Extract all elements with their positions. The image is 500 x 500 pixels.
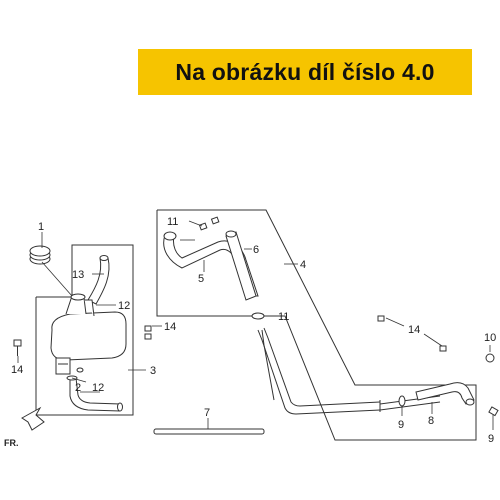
callout-5: 5 — [198, 273, 204, 285]
callout-9-center: 9 — [398, 419, 404, 431]
assembly-frame-right — [156, 209, 477, 441]
canister-part — [50, 293, 127, 375]
callout-4: 4 — [300, 259, 306, 271]
hose-clip-parts — [198, 216, 265, 320]
lower-hose-part — [66, 367, 123, 412]
upper-hose-part — [163, 230, 259, 301]
callout-14-right: 14 — [408, 324, 420, 336]
small-clamp-parts — [377, 315, 499, 417]
callout-10: 10 — [484, 332, 496, 344]
callout-12-top: 12 — [118, 300, 130, 312]
short-hose-part — [87, 255, 110, 305]
callout-12-bottom: 12 — [92, 382, 104, 394]
clamp-ring-part — [29, 245, 51, 265]
callout-14-left: 14 — [11, 364, 23, 376]
part-number-banner: Na obrázku díl číslo 4.0 — [138, 49, 472, 95]
callout-6: 6 — [253, 244, 259, 256]
front-direction-arrow-icon — [21, 406, 45, 431]
front-direction-label: FR. — [4, 438, 19, 448]
screw-part-left — [13, 325, 152, 356]
long-pipe-part — [257, 327, 441, 415]
callout-7: 7 — [204, 407, 210, 419]
callout-9-right: 9 — [488, 433, 494, 445]
callout-8: 8 — [428, 415, 434, 427]
callout-11-top: 11 — [167, 216, 178, 228]
callout-1: 1 — [38, 221, 44, 233]
leader-lines — [17, 220, 494, 430]
callout-11-middle: 11 — [278, 311, 289, 323]
callout-2: 2 — [75, 382, 81, 394]
bent-hose-part — [415, 382, 475, 406]
rod-part — [153, 428, 265, 435]
callout-13: 13 — [72, 269, 84, 281]
callout-14-left-right: 14 — [164, 321, 176, 333]
callout-3: 3 — [150, 365, 156, 377]
